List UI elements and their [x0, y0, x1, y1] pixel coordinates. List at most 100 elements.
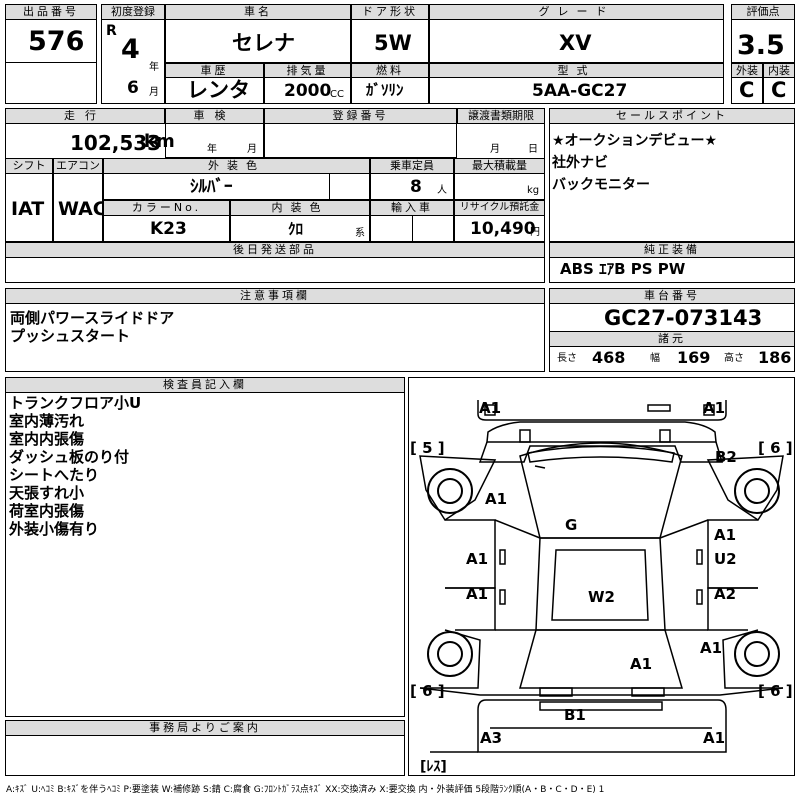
width-label: 幅: [650, 353, 660, 364]
length-label: 長さ: [557, 353, 577, 364]
damage-mark: A1: [703, 729, 726, 747]
first-reg-month: 6: [127, 78, 139, 98]
car-diagram-cell: [408, 377, 795, 776]
interior-grade: C: [771, 78, 787, 102]
int-color-label: 内装色: [230, 200, 370, 216]
inspector-line: 外装小傷有り: [9, 520, 100, 538]
car-diagram: [419, 400, 784, 753]
inspection-month-unit: 月: [247, 144, 257, 155]
inspector-line: 荷室内張傷: [9, 502, 85, 520]
inspector-line: トランクフロア小U: [9, 394, 142, 412]
width: 169: [677, 348, 711, 367]
damage-mark: A3: [480, 729, 503, 747]
transfer-label: 譲渡書類期限: [457, 108, 545, 124]
inspector-line: シートへたり: [9, 466, 100, 484]
lot-blank-cell: [5, 62, 97, 104]
history-cell: [165, 77, 264, 104]
tire-front-left: [ 5 ]: [410, 439, 445, 457]
sales-point-line: バックモニター: [552, 177, 650, 193]
cc-unit: CC: [330, 89, 344, 100]
interior-cell: [763, 77, 795, 104]
chassis-label: 車台番号: [549, 288, 795, 304]
spare-tire: [ﾚｽ]: [420, 759, 447, 775]
damage-mark: A1: [703, 399, 726, 417]
recycle-label: リサイクル預託金: [454, 200, 545, 216]
exterior-label: 外装: [731, 63, 763, 78]
capacity-label: 乗車定員: [370, 158, 454, 174]
damage-mark: W2: [588, 588, 615, 606]
inspection-year-unit: 年: [207, 144, 217, 155]
damage-mark: A1: [630, 655, 653, 673]
import-divider: [412, 215, 413, 242]
sales-point-line: 社外ナビ: [552, 155, 608, 171]
fuel: ｶﾞｿﾘﾝ: [366, 81, 404, 99]
fuel-label: 燃料: [351, 63, 429, 78]
month-unit: 月: [149, 87, 159, 98]
max-load-cell: [454, 173, 545, 200]
color-cell: [103, 173, 370, 200]
inspector-label: 検査員記入欄: [5, 377, 405, 393]
import-label: 輸入車: [370, 200, 454, 216]
model-label: 型式: [429, 63, 724, 78]
damage-mark: A1: [466, 585, 489, 603]
height-label: 高さ: [724, 353, 744, 364]
car-name: セレナ: [232, 31, 295, 55]
later-parts-label: 後日発送部品: [5, 242, 545, 258]
score: 3.5: [737, 30, 785, 61]
color-no-label: カラーNo.: [103, 200, 230, 216]
mileage: 102,533: [70, 131, 162, 155]
damage-mark: A1: [466, 550, 489, 568]
notes-line: 両側パワースライドドア: [10, 309, 175, 327]
color-label: 外装色: [103, 158, 370, 174]
displacement: 2000: [284, 81, 332, 101]
inspection-label: 車検: [165, 108, 264, 124]
inspector-line: ダッシュ板のり付: [9, 448, 130, 466]
notes-label: 注意事項欄: [5, 288, 545, 304]
model-cell: [429, 77, 724, 104]
car-name-label: 車名: [165, 4, 351, 20]
inspector-list: トランクフロア小U 室内薄汚れ 室内内張傷 ダッシュ板のり付 シートへたり 天張…: [9, 394, 141, 538]
era-mark: R: [106, 23, 117, 39]
dims-label: 諸元: [549, 331, 795, 347]
inspector-line: 室内内張傷: [9, 430, 85, 448]
inspector-line: 室内薄汚れ: [9, 412, 85, 430]
transfer-day-unit: 日: [528, 144, 538, 155]
recycle-cell: [454, 215, 545, 242]
color-no: K23: [150, 219, 187, 239]
exterior-cell: [731, 77, 763, 104]
first-reg-label: 初度登録: [101, 4, 165, 20]
damage-mark: A1: [700, 639, 723, 657]
notes-list: 両側パワースライドドア プッシュスタート: [10, 309, 174, 345]
sales-point-label: セールスポイント: [549, 108, 795, 124]
equipment-cell: [549, 257, 795, 283]
damage-mark: A1: [485, 490, 508, 508]
shift: IAT: [11, 198, 45, 220]
color-divider: [329, 173, 330, 200]
capacity-unit: 人: [437, 185, 447, 196]
int-color-cell: [230, 215, 370, 242]
equipment-label: 純正装備: [549, 242, 795, 258]
ac-cell: [53, 173, 103, 242]
displacement-label: 排気量: [264, 63, 351, 78]
recycle: 10,490: [470, 219, 536, 239]
score-label: 評価点: [731, 4, 795, 20]
ac-label: エアコン: [53, 158, 103, 174]
damage-mark: U2: [714, 550, 737, 568]
damage-mark: B2: [715, 448, 737, 466]
recycle-unit: 円: [530, 227, 540, 238]
tire-rear-left: [ 6 ]: [410, 682, 445, 700]
office-label: 事務局よりご案内: [5, 720, 405, 736]
color-no-cell: [103, 215, 230, 242]
int-color: ｸﾛ: [288, 220, 304, 238]
history: レンタ: [187, 78, 250, 102]
displacement-cell: [264, 77, 351, 104]
int-color-unit: 系: [355, 228, 365, 239]
mileage-label: 走行: [5, 108, 165, 124]
shift-label: シフト: [5, 158, 53, 174]
transfer-month-unit: 月: [490, 144, 500, 155]
ac: WAC: [58, 198, 107, 220]
tire-front-right: [ 6 ]: [758, 439, 793, 457]
mileage-unit: km: [144, 131, 175, 152]
door-label: ドア形状: [351, 4, 429, 20]
capacity-cell: [370, 173, 454, 200]
